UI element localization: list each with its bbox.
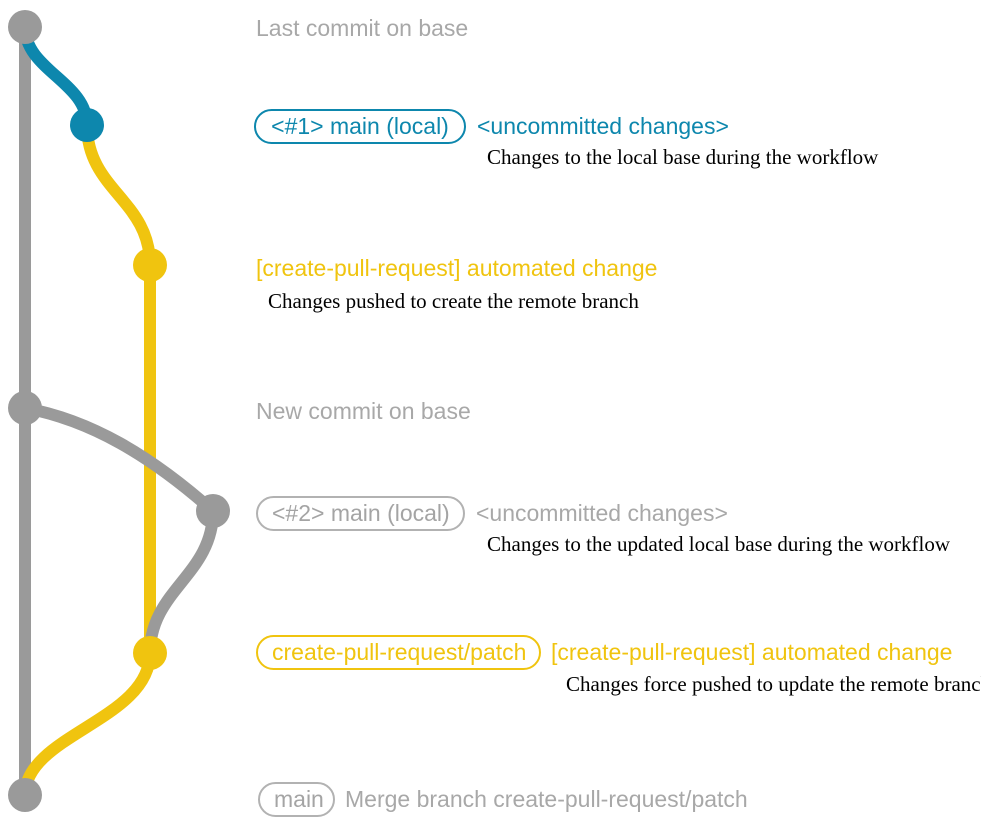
- commit-node-remote-2[interactable]: [133, 636, 167, 670]
- commit-node-remote-1[interactable]: [133, 248, 167, 282]
- commit-description-local-1: Changes to the local base during the wor…: [487, 145, 879, 169]
- edge-base-new-to-local-2: [19, 402, 219, 517]
- branch-pill-remote-2[interactable]: create-pull-request/patch: [256, 635, 541, 670]
- commit-subject-base-head: Last commit on base: [256, 15, 469, 41]
- branch-pill-local-2[interactable]: <#2> main (local): [256, 496, 465, 531]
- commit-subject-base-new: New commit on base: [256, 398, 471, 424]
- branch-pill-main[interactable]: main: [258, 782, 335, 817]
- commit-node-base-head[interactable]: [8, 10, 42, 44]
- commit-node-merge[interactable]: [8, 778, 42, 812]
- edge-local-2-to-remote-2: [144, 505, 219, 659]
- commit-node-local-1[interactable]: [70, 108, 104, 142]
- commit-node-base-new[interactable]: [8, 391, 42, 425]
- commit-description-remote-2: Changes force pushed to update the remot…: [566, 672, 981, 696]
- commit-subject-remote-2: [create-pull-request] automated change: [551, 639, 953, 665]
- branch-pill-local-1[interactable]: <#1> main (local): [254, 109, 466, 144]
- edge-remote-2-to-merge: [19, 647, 156, 801]
- commit-subject-remote-1: [create-pull-request] automated change: [256, 255, 658, 281]
- commit-description-local-2: Changes to the updated local base during…: [487, 532, 951, 556]
- commit-subject-local-1: <uncommitted changes>: [477, 113, 729, 139]
- commit-node-local-2[interactable]: [196, 494, 230, 528]
- edge-local-1-to-remote-1: [81, 119, 156, 271]
- commit-description-remote-1: Changes pushed to create the remote bran…: [268, 289, 639, 313]
- graph-nodes: [8, 10, 230, 812]
- commit-subject-local-2: <uncommitted changes>: [476, 500, 728, 526]
- commit-subject-merge: Merge branch create-pull-request/patch: [345, 786, 748, 812]
